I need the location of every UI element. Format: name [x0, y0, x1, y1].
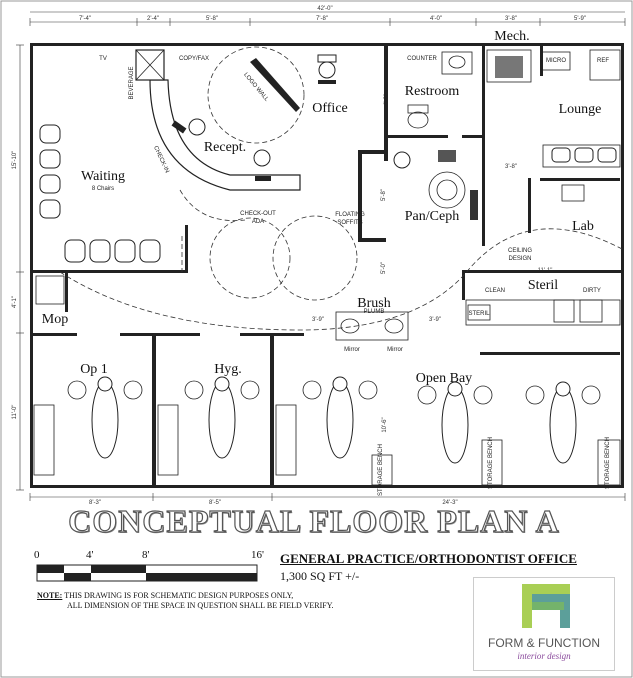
room-waiting-sub: 8 Chairs	[92, 186, 114, 192]
scale-label-16: 16'	[251, 549, 264, 561]
note-label: NOTE:	[37, 591, 63, 600]
dim-inner-8: 10'-6"	[382, 417, 388, 432]
dim-top-7: 5'-9"	[574, 16, 586, 22]
label-copy-fax: COPY/FAX	[179, 56, 209, 62]
plan-sqft: 1,300 SQ FT +/-	[280, 569, 360, 583]
label-ref: REF	[597, 58, 609, 64]
label-check-in: CHECK-IN	[152, 145, 170, 174]
dim-top-2: 2'-4"	[147, 16, 159, 22]
dim-left-2: 4'-1"	[12, 296, 18, 308]
label-ceiling-2: DESIGN	[508, 256, 531, 262]
dim-bottom-2: 8'-5"	[209, 500, 221, 506]
reception-desk	[135, 49, 301, 191]
ceiling-design	[59, 46, 625, 331]
label-dirty: DIRTY	[583, 288, 601, 294]
label-counter: COUNTER	[407, 56, 437, 62]
logo-mark-icon	[522, 584, 570, 628]
room-office: Office	[312, 101, 348, 116]
note-line-2: ALL DIMENSION OF THE SPACE IN QUESTION S…	[67, 601, 334, 610]
label-storage-1: STORAGE BENCH	[378, 444, 384, 496]
label-floating-2: SOFFITS	[337, 220, 362, 226]
plan-title: CONCEPTUAL FLOOR PLAN A	[68, 502, 560, 539]
room-hyg: Hyg.	[214, 362, 242, 377]
label-plumb: PLUMB	[364, 309, 385, 315]
dim-inner-6: 3'-9"	[312, 317, 324, 323]
room-mech: Mech.	[494, 29, 529, 44]
dim-bottom-1: 8'-3"	[89, 500, 101, 506]
room-recept: Recept.	[204, 140, 246, 155]
room-waiting: Waiting	[81, 169, 125, 184]
room-pan-ceph: Pan/Ceph	[405, 209, 459, 224]
steril-counter	[465, 299, 621, 326]
logo-tagline: interior design	[517, 651, 571, 661]
label-check-out: CHECK-OUT	[240, 211, 276, 217]
label-clean: CLEAN	[485, 288, 505, 294]
dim-overall: 42'-0"	[317, 6, 332, 12]
room-lab: Lab	[572, 219, 594, 234]
label-micro: MICRO	[546, 58, 566, 64]
plan-subtitle: GENERAL PRACTICE/ORTHODONTIST OFFICE	[280, 551, 577, 566]
label-mirror-2: Mirror	[387, 347, 403, 353]
walls	[30, 43, 624, 488]
dim-top-3: 5'-8"	[206, 16, 218, 22]
mop-sink	[35, 275, 65, 305]
room-labels: Office Restroom Lounge Mech. Waiting 8 C…	[42, 29, 602, 386]
dental-chairs	[33, 376, 601, 476]
scale-label-4: 4'	[86, 549, 94, 561]
company-logo: FORM & FUNCTION interior design	[473, 577, 615, 671]
label-ada: ADA	[252, 219, 264, 225]
scale-bar	[36, 564, 258, 582]
label-floating-1: FLOATING	[335, 212, 365, 218]
label-beverage: BEVERAGE	[129, 66, 135, 99]
room-open-bay: Open Bay	[416, 371, 472, 386]
label-tv: TV	[99, 56, 107, 62]
dim-bottom-3: 24'-3"	[442, 500, 457, 506]
dim-top-1: 7'-4"	[79, 16, 91, 22]
scale-label-8: 8'	[142, 549, 150, 561]
note-line-1: THIS DRAWING IS FOR SCHEMATIC DESIGN PUR…	[64, 591, 294, 600]
pan-ceph-unit	[428, 150, 478, 220]
dim-top-5: 4'-0"	[430, 16, 442, 22]
dim-inner-7: 3'-9"	[429, 317, 441, 323]
room-steril: Steril	[528, 278, 558, 293]
restroom-fixtures	[407, 51, 473, 129]
room-mop: Mop	[42, 312, 68, 327]
label-steril-small: STERIL	[468, 311, 490, 317]
dim-inner-4: 3'-8"	[505, 164, 517, 170]
room-lounge: Lounge	[559, 102, 602, 117]
scale-label-0: 0	[34, 549, 40, 561]
dim-top-4: 7'-8"	[316, 16, 328, 22]
room-brush: Brush	[357, 296, 390, 311]
label-storage-3: STORAGE BENCH	[605, 437, 611, 489]
label-mirror-1: Mirror	[344, 347, 360, 353]
lounge-fixtures	[486, 49, 621, 202]
design-note: NOTE: THIS DRAWING IS FOR SCHEMATIC DESI…	[37, 591, 467, 611]
room-op1: Op 1	[80, 362, 108, 377]
office-chairs	[188, 54, 411, 169]
label-storage-2: STORAGE BENCH	[488, 437, 494, 489]
dim-left-1: 15'-10"	[12, 151, 18, 170]
brush-sinks	[335, 311, 409, 341]
dim-inner-3: 5'-0"	[381, 262, 387, 274]
dim-top-6: 3'-8"	[505, 16, 517, 22]
logo-name: FORM & FUNCTION	[488, 636, 600, 650]
waiting-chairs	[39, 124, 161, 263]
dim-inner-2: 5'-8"	[381, 189, 387, 201]
dim-left-3: 11'-0"	[12, 405, 18, 420]
label-ceiling-1: CEILING	[508, 248, 532, 254]
room-restroom: Restroom	[405, 84, 460, 99]
